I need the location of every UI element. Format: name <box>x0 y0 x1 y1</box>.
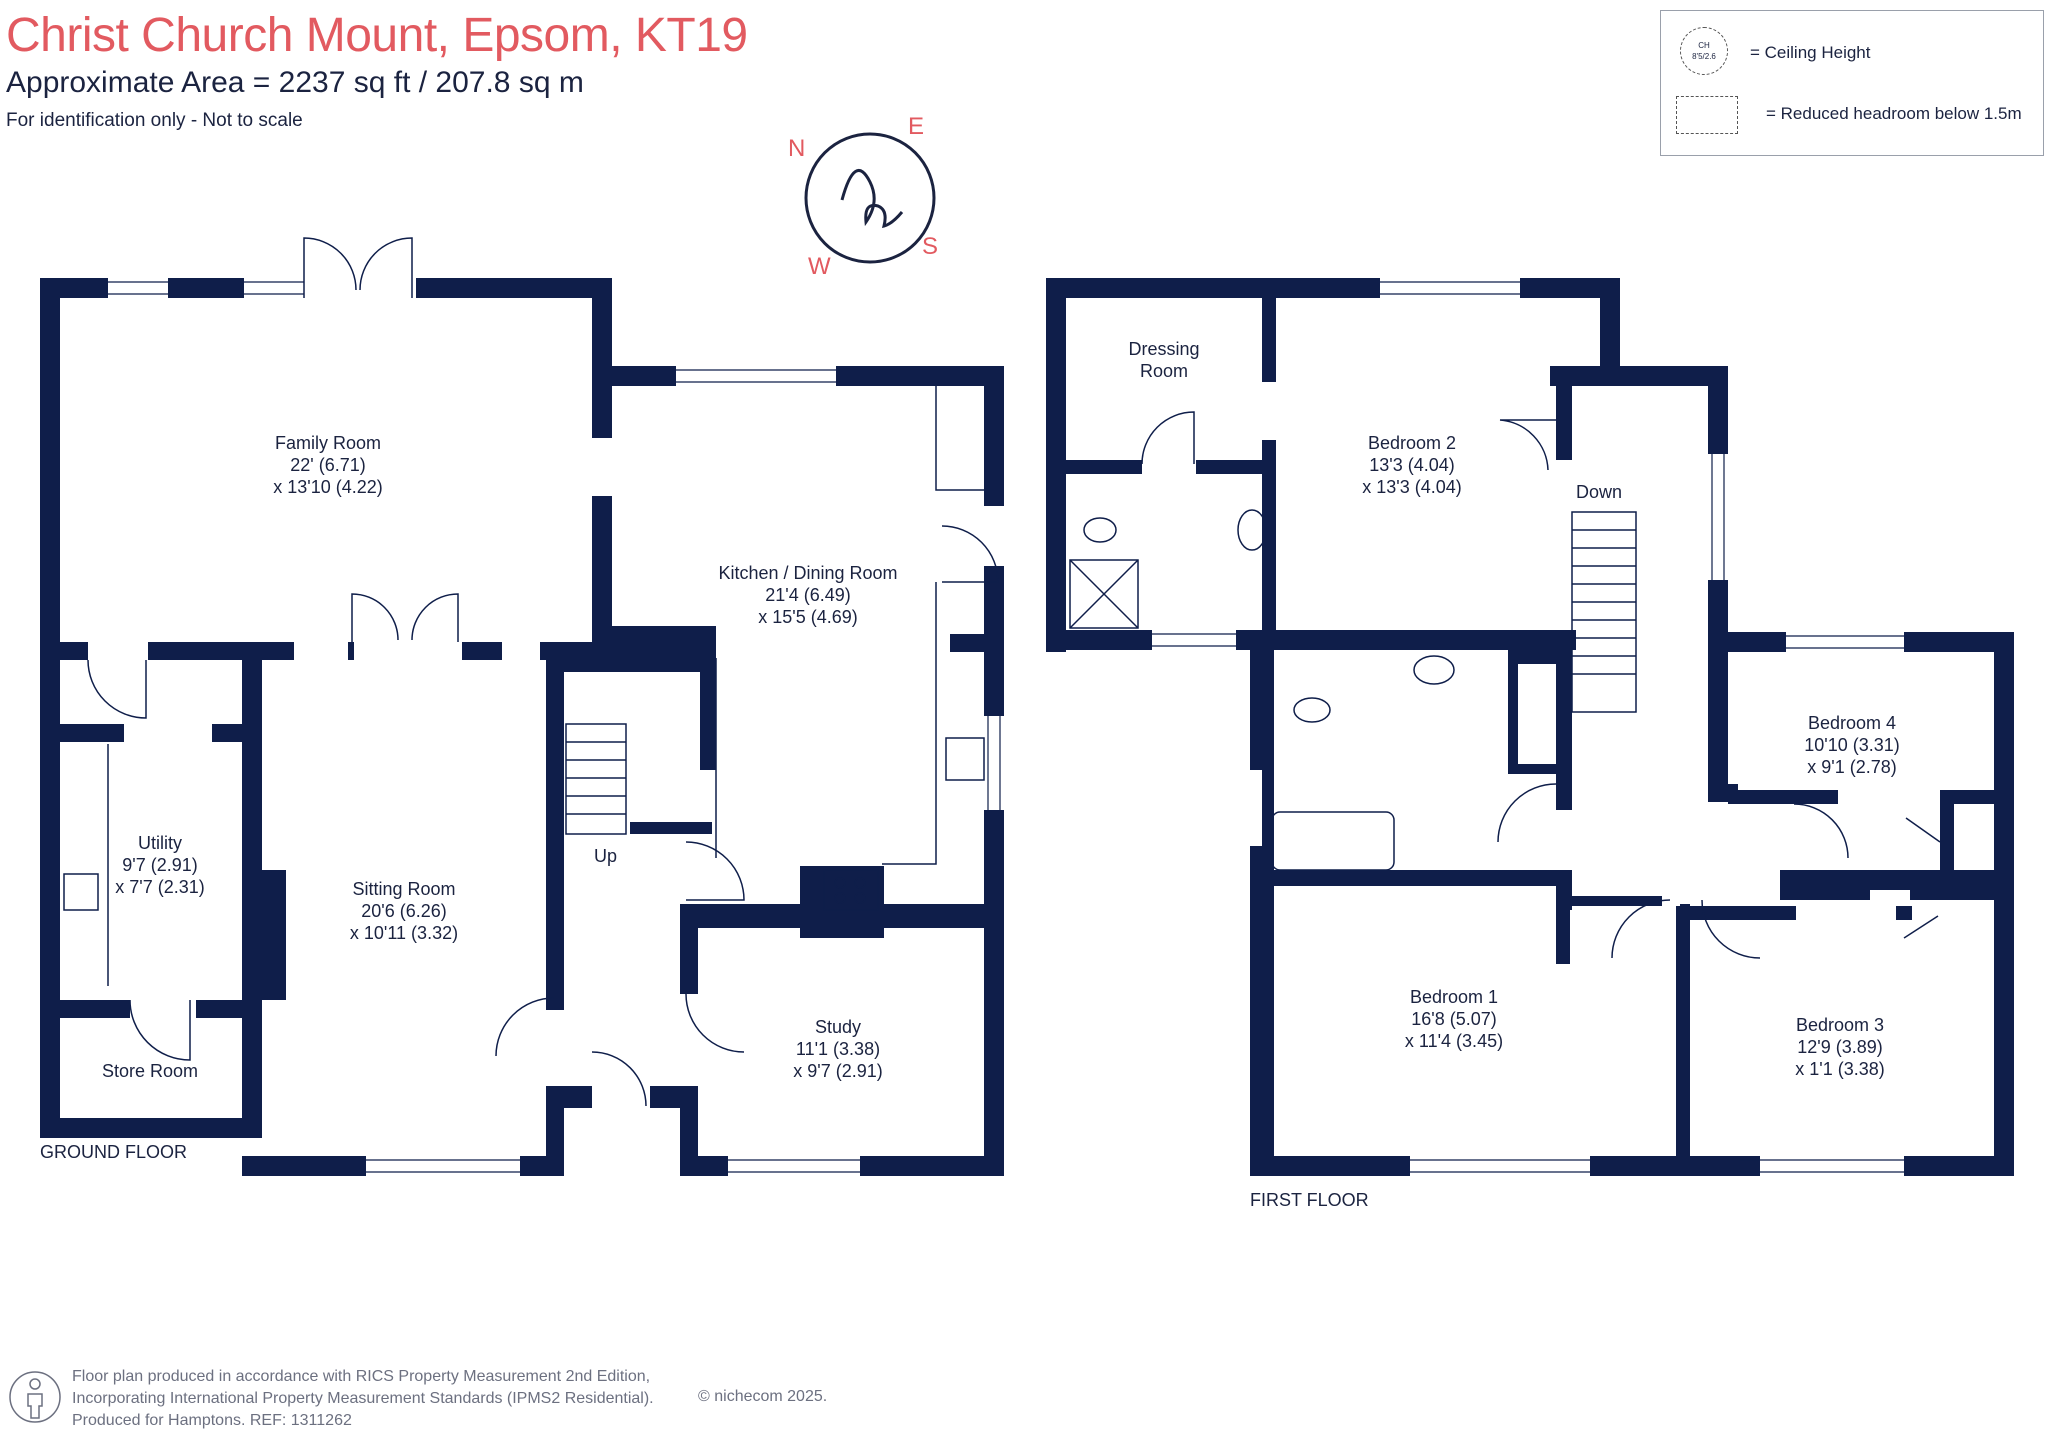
compass-s: S <box>922 233 938 260</box>
ground-floor-label: GROUND FLOOR <box>40 1142 188 1162</box>
dressing-room-name-1: Dressing <box>1128 339 1200 359</box>
compass-w: W <box>808 253 831 280</box>
store-room-label: Store Room <box>102 1060 198 1082</box>
bedroom-4-dim2: x 9'1 (2.78) <box>1807 757 1897 777</box>
family-room-dim1: 22' (6.71) <box>290 455 366 475</box>
footer-notes: Floor plan produced in accordance with R… <box>72 1366 654 1432</box>
study-label: Study 11'1 (3.38) x 9'7 (2.91) <box>793 1016 882 1082</box>
bedroom-3-dim2: x 1'1 (3.38) <box>1795 1059 1885 1079</box>
compass-e: E <box>908 113 924 140</box>
stairs-down-label: Down <box>1576 482 1623 502</box>
identification-note: For identification only - Not to scale <box>6 110 303 131</box>
bedroom-2-name: Bedroom 2 <box>1367 433 1457 453</box>
utility-dim2: x 7'7 (2.31) <box>115 877 205 897</box>
footer-line-2: Incorporating International Property Mea… <box>72 1390 654 1407</box>
bedroom-4-dim1: 10'10 (3.31) <box>1804 735 1900 755</box>
bedroom-1-label: Bedroom 1 16'8 (5.07) x 11'4 (3.45) <box>1405 986 1503 1052</box>
bedroom-2-label: Bedroom 2 13'3 (4.04) x 13'3 (4.04) <box>1362 432 1462 498</box>
study-name: Study <box>814 1017 862 1037</box>
bedroom-3-name: Bedroom 3 <box>1795 1015 1885 1035</box>
bedroom-1-dim1: 16'8 (5.07) <box>1411 1009 1497 1029</box>
utility-name: Utility <box>137 833 182 853</box>
approximate-area: Approximate Area = 2237 sq ft / 207.8 sq… <box>6 66 584 99</box>
sitting-room-name: Sitting Room <box>352 879 456 899</box>
kitchen-label: Kitchen / Dining Room 21'4 (6.49) x 15'5… <box>718 562 897 628</box>
bedroom-3-label: Bedroom 3 12'9 (3.89) x 1'1 (3.38) <box>1795 1014 1884 1080</box>
sitting-room-dim1: 20'6 (6.26) <box>361 901 447 921</box>
store-room-name: Store Room <box>101 1061 199 1081</box>
kitchen-dim1: 21'4 (6.49) <box>765 585 851 605</box>
dressing-room-label: Dressing Room <box>1128 338 1199 382</box>
bedroom-1-dim2: x 11'4 (3.45) <box>1404 1031 1504 1051</box>
stairs-up-label: Up <box>594 846 618 866</box>
family-room-dim2: x 13'10 (4.22) <box>273 477 383 497</box>
compass-logo-icon: N E S W <box>788 113 938 280</box>
reduced-headroom-sample-icon <box>1676 96 1738 134</box>
person-icon <box>9 1371 61 1423</box>
kitchen-name: Kitchen / Dining Room <box>718 563 898 583</box>
family-room-label: Family Room 22' (6.71) x 13'10 (4.22) <box>273 432 383 498</box>
compass-n: N <box>788 135 805 162</box>
footer-line-1: Floor plan produced in accordance with R… <box>72 1368 651 1385</box>
study-dim2: x 9'7 (2.91) <box>793 1061 883 1081</box>
bedroom-2-dim1: 13'3 (4.04) <box>1369 455 1455 475</box>
bedroom-1-name: Bedroom 1 <box>1409 987 1499 1007</box>
bedroom-4-name: Bedroom 4 <box>1807 713 1897 733</box>
bedroom-4-label: Bedroom 4 10'10 (3.31) x 9'1 (2.78) <box>1804 712 1900 778</box>
kitchen-dim2: x 15'5 (4.69) <box>758 607 858 627</box>
family-room-name: Family Room <box>274 433 382 453</box>
study-dim1: 11'1 (3.38) <box>795 1039 881 1059</box>
utility-label: Utility 9'7 (2.91) x 7'7 (2.31) <box>115 832 204 898</box>
utility-dim1: 9'7 (2.91) <box>122 855 198 875</box>
bedroom-3-dim1: 12'9 (3.89) <box>1797 1037 1883 1057</box>
bedroom-2-dim2: x 13'3 (4.04) <box>1362 477 1462 497</box>
page-title: Christ Church Mount, Epsom, KT19 <box>6 9 748 62</box>
copyright: © nichecom 2025. <box>698 1388 828 1405</box>
legend-ceiling-height: = Ceiling Height <box>1750 43 1871 62</box>
footer-line-3: Produced for Hamptons. REF: 1311262 <box>72 1412 352 1429</box>
dressing-room-name-2: Room <box>1139 361 1188 381</box>
sitting-room-label: Sitting Room 20'6 (6.26) x 10'11 (3.32) <box>350 878 458 944</box>
legend-reduced-headroom: = Reduced headroom below 1.5m <box>1766 104 2022 123</box>
sitting-room-dim2: x 10'11 (3.32) <box>349 923 459 943</box>
legend-box <box>1660 10 2044 156</box>
first-floor-label: FIRST FLOOR <box>1250 1190 1369 1210</box>
